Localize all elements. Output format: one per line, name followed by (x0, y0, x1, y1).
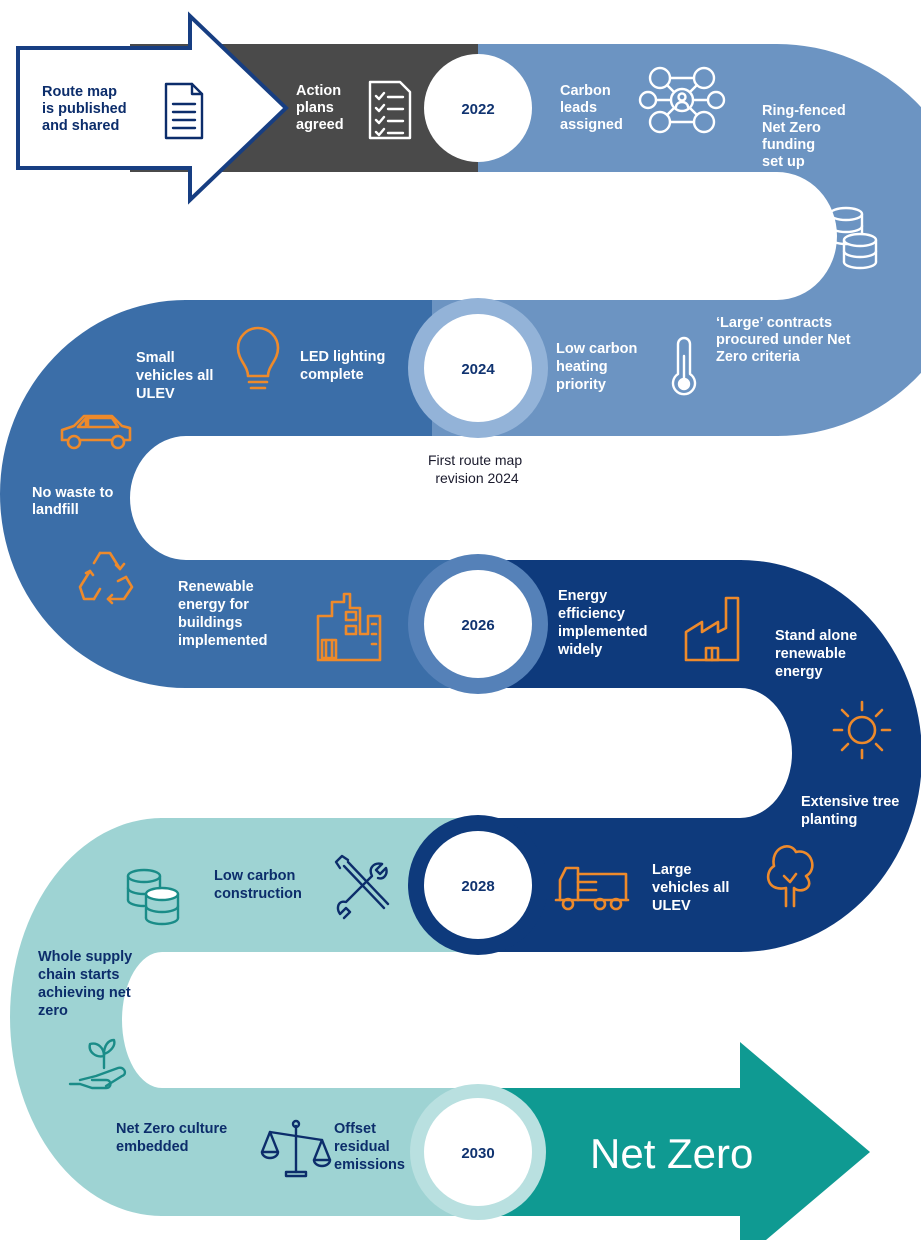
label-culture: Net Zero culture embedded (116, 1121, 231, 1155)
label-ring-fenced: Ring-fenced Net Zero funding set up (762, 103, 850, 170)
tools-icon (334, 854, 390, 920)
label-revision-note: First route map revision 2024 (428, 452, 526, 486)
road-segment-mid-blue-1 (184, 300, 432, 436)
label-energy-efficiency: Energy efficiency implemented widely (557, 588, 651, 658)
label-led-lighting: LED lighting complete (300, 349, 389, 383)
coins-icon (126, 868, 180, 926)
label-no-waste: No waste to landfill (32, 485, 117, 518)
factory-icon (684, 596, 740, 662)
thermometer-icon (671, 336, 697, 396)
start-arrow (16, 11, 289, 205)
road-bend-left (0, 300, 186, 688)
label-supply-chain: Whole supply chain starts achieving net … (38, 949, 136, 1019)
milestone-2024: 2024 (461, 361, 495, 378)
label-carbon-leads: Carbon leads assigned (560, 83, 623, 133)
milestones: 2022 2024 2026 2028 2030 (408, 54, 548, 1220)
plant-hand-icon (68, 1038, 127, 1090)
truck-icon (554, 866, 630, 911)
scales-icon (260, 1119, 332, 1178)
label-stand-alone: Stand alone renewable energy (775, 628, 861, 680)
buildings-icon (316, 592, 382, 662)
checklist-icon (368, 80, 412, 140)
car-icon (60, 414, 132, 450)
label-large-vehicles: Large vehicles all ULEV (652, 862, 733, 914)
label-action-plans: Action plans agreed (296, 83, 345, 133)
milestone-2026: 2026 (461, 617, 494, 634)
label-low-carbon-construction: Low carbon construction (214, 868, 302, 902)
label-tree-planting: Extensive tree planting (801, 794, 903, 828)
lightbulb-icon (236, 326, 280, 390)
start-label: Route map is published and shared (42, 84, 131, 134)
tree-icon (766, 845, 814, 908)
recycle-icon (78, 551, 134, 605)
label-renewable-buildings: Renewable energy for buildings implement… (178, 579, 267, 649)
finish-arrow (493, 1042, 870, 1240)
label-offset: Offset residual emissions (334, 1121, 405, 1173)
road (0, 11, 921, 1240)
road-bend-right-2 (740, 560, 921, 952)
coins-icon (828, 206, 878, 270)
label-large-contracts: ‘Large’ contracts procured under Net Zer… (716, 315, 855, 365)
road-bend-left-2 (10, 818, 162, 1216)
network-icon (638, 66, 726, 134)
label-low-carbon-heating: Low carbon heating priority (556, 341, 641, 393)
milestone-2028: 2028 (461, 878, 494, 895)
sun-icon (832, 700, 892, 760)
milestone-2022: 2022 (461, 101, 494, 118)
document-icon (164, 82, 204, 140)
label-small-vehicles: Small vehicles all ULEV (136, 350, 217, 402)
finish-label: Net Zero (590, 1130, 753, 1177)
milestone-2030: 2030 (461, 1145, 494, 1162)
